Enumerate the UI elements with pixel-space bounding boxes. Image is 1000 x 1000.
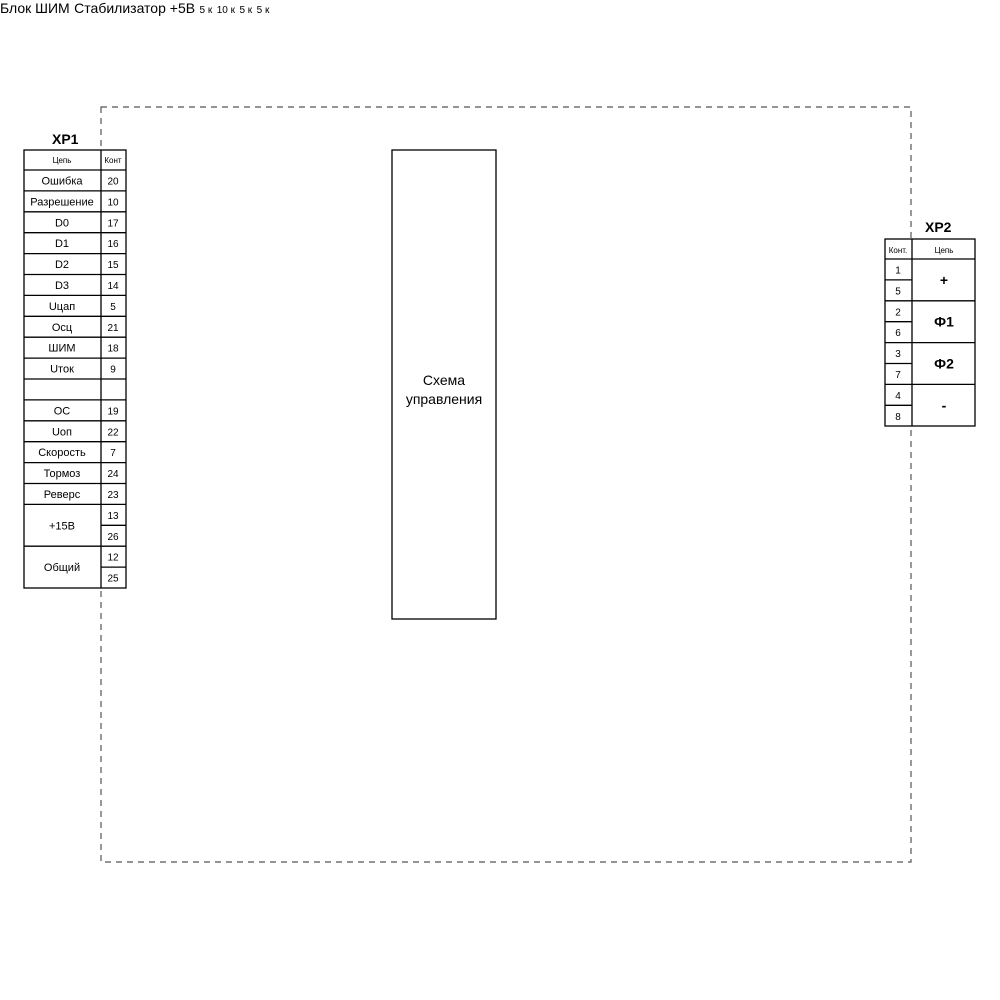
xp2-circuit-label: - xyxy=(942,397,947,413)
xp1-frame xyxy=(23,149,127,589)
xp1-circuit-label: D0 xyxy=(55,217,69,229)
resistor-enable-label: 5 к xyxy=(199,5,213,16)
control-block-line2: управления xyxy=(406,391,482,407)
xp1-contact-label: 13 xyxy=(107,511,119,522)
xp1-contact-label: 12 xyxy=(107,553,119,564)
xp2-contact-label: 6 xyxy=(895,328,901,339)
xp1-circuit-label: Общий xyxy=(44,562,80,574)
control-circuit-block xyxy=(391,149,497,620)
xp1-circuit-label: ШИМ xyxy=(48,343,75,355)
xp1-circuit-label: Осц xyxy=(52,322,73,334)
control-block-line1: Схема xyxy=(423,372,465,388)
xp1-contact-label: 17 xyxy=(107,218,119,229)
xp1-circuit-label: ОС xyxy=(54,405,71,417)
xp1-circuit-label: Разрешение xyxy=(30,196,94,208)
xp1-contact-label: 19 xyxy=(107,406,119,417)
xp2-header-contact: Конт. xyxy=(889,246,908,255)
xp2-circuit-label: Ф2 xyxy=(934,356,954,372)
xp2-contact-label: 3 xyxy=(895,349,901,360)
xp1-header-contact: Конт xyxy=(104,156,122,165)
xp1-contact-label: 21 xyxy=(107,323,119,334)
xp1-circuit-label: Ошибка xyxy=(42,175,84,187)
xp2-contact-label: 2 xyxy=(895,307,901,318)
pwm-block-label: Блок ШИМ xyxy=(0,0,70,16)
xp1-contact-label: 20 xyxy=(107,176,119,187)
xp1-circuit-label: Uток xyxy=(50,364,74,376)
xp1-contact-label: 9 xyxy=(110,365,116,376)
stabilizer-block: Стабилизатор +5В 5 к xyxy=(74,0,269,17)
xp1-contact-label: 24 xyxy=(107,469,119,480)
xp2-contact-label: 8 xyxy=(895,412,901,423)
xp2-contact-label: 4 xyxy=(895,391,901,402)
xp1-circuit-label: Uцап xyxy=(49,301,75,313)
xp2-title: XP2 xyxy=(925,219,952,235)
xp2-header-circuit: Цепь xyxy=(935,246,954,255)
xp2-circuit-label: Ф1 xyxy=(934,314,954,330)
xp1-contact-label: 16 xyxy=(107,239,119,250)
xp1-contact-label: 18 xyxy=(107,344,119,355)
xp1-circuit-label: D2 xyxy=(55,259,69,271)
stabilizer-block-label: Стабилизатор +5В xyxy=(74,0,196,16)
resistor-brake-label: 5 к xyxy=(239,5,253,16)
xp1-header-circuit: Цепь xyxy=(53,156,72,165)
xp2-frame xyxy=(884,238,976,427)
xp2-contact-label: 1 xyxy=(895,265,901,276)
xp1-circuit-label: Скорость xyxy=(38,447,86,459)
xp1-contact-label: 10 xyxy=(107,197,119,208)
xp1-circuit-label: +15В xyxy=(49,520,75,532)
resistor-current-label: 10 к xyxy=(216,5,235,16)
xp1-contact-label: 22 xyxy=(107,427,119,438)
xp1-contact-label: 23 xyxy=(107,490,119,501)
xp1-circuit-label: Тормоз xyxy=(44,468,81,480)
pwm-block: Блок ШИМ Стабилизатор +5В 5 к xyxy=(0,0,269,17)
xp1-circuit-label: Реверс xyxy=(44,489,81,501)
xp2-contact-label: 7 xyxy=(895,370,901,381)
xp1-circuit-label: D3 xyxy=(55,280,69,292)
xp2-contact-label: 5 xyxy=(895,286,901,297)
xp1-contact-label: 14 xyxy=(107,281,119,292)
xp1-circuit-label: D1 xyxy=(55,238,69,250)
xp1-contact-label: 26 xyxy=(107,532,119,543)
xp2-circuit-label: + xyxy=(940,272,948,288)
left-wiring: 5 к 10 к 5 к xyxy=(200,0,270,17)
xp1-circuit-label: Uоп xyxy=(52,426,72,438)
xp1-title: XP1 xyxy=(52,131,79,147)
xp1-contact-label: 7 xyxy=(110,448,116,459)
xp1-contact-label: 25 xyxy=(107,574,119,585)
module-enclosure xyxy=(100,106,912,863)
xp1-contact-label: 15 xyxy=(107,260,119,271)
xp1-contact-label: 5 xyxy=(110,302,116,313)
resistor-reverse-label: 5 к xyxy=(256,5,270,16)
